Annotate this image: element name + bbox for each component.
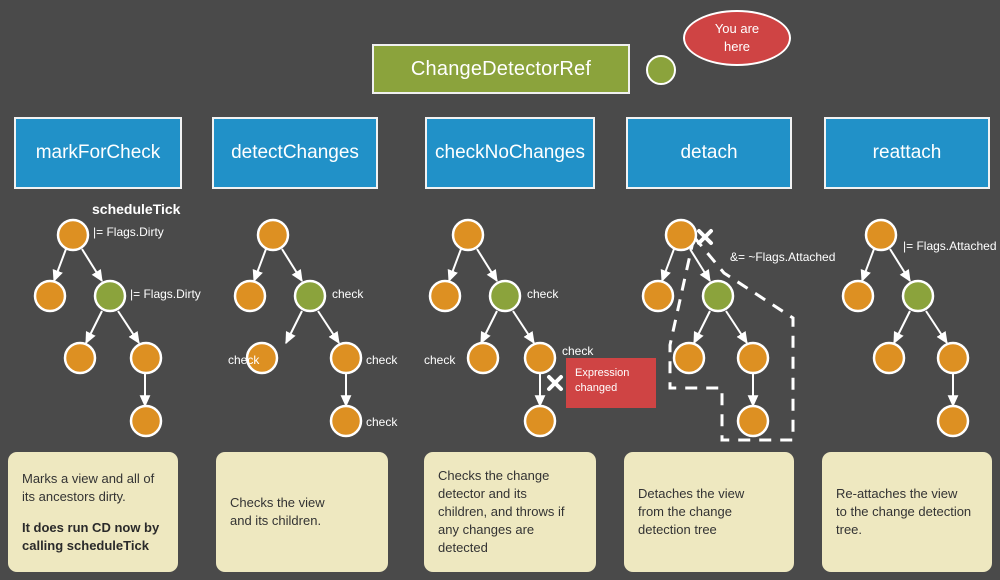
spacer — [22, 506, 164, 519]
cross-icon — [547, 375, 563, 391]
desc-line: Marks a view and all of — [22, 470, 155, 486]
tree-node — [841, 279, 875, 313]
method-label: reattach — [872, 142, 942, 163]
desc-line-bold: calling scheduleTick — [22, 537, 149, 553]
method-label: markForCheck — [35, 142, 161, 163]
tree-node-green — [701, 279, 735, 313]
node-label-green: check — [527, 287, 559, 301]
tree-title-markForCheck: scheduleTick — [92, 201, 181, 217]
desc-line: detection tree — [638, 522, 717, 537]
node-label-root: |= Flags.Dirty — [93, 225, 164, 239]
node-label-root: |= Flags.Attached — [903, 239, 997, 253]
tree-node — [329, 341, 363, 375]
tree-node — [233, 279, 267, 313]
you-are-here-callout: You are here — [683, 10, 791, 66]
page-title: ChangeDetectorRef — [410, 57, 592, 80]
tree-node-leaf — [736, 404, 770, 438]
tree-node — [936, 341, 970, 375]
desc-line: tree. — [836, 522, 863, 537]
tree-node — [63, 341, 97, 375]
tree-detectChanges: check check check check — [228, 218, 398, 438]
desc-line: Detaches the view — [638, 486, 745, 501]
method-label: detectChanges — [231, 142, 359, 163]
description-box-markForCheck: Marks a view and all of its ancestors di… — [8, 452, 178, 572]
expr-line-2: changed — [575, 382, 618, 394]
tree-node-leaf — [936, 404, 970, 438]
tree-node — [641, 279, 675, 313]
tree-node — [33, 279, 67, 313]
expr-line-1: Expression — [575, 367, 630, 379]
description-box-detectChanges: Checks the view and its children. — [216, 452, 388, 572]
tree-node-green — [901, 279, 935, 313]
description-box-reattach: Re-attaches the view to the change detec… — [822, 452, 992, 572]
tree-node-root — [864, 218, 898, 252]
expression-changed-box: Expression changed — [566, 358, 656, 408]
desc-line-bold: It does run CD now by — [22, 519, 160, 535]
tree-node-green — [488, 279, 522, 313]
tree-node — [428, 279, 462, 313]
tree-node-root — [256, 218, 290, 252]
desc-line: any changes are — [438, 522, 535, 537]
callout-line-2: here — [723, 39, 751, 54]
green-dot-icon — [646, 55, 676, 85]
cross-icon — [697, 229, 713, 245]
desc-line: Re-attaches the view — [836, 486, 958, 501]
node-label-green: |= Flags.Dirty — [130, 287, 201, 301]
desc-line: Checks the view — [230, 495, 325, 510]
desc-line: children, and throws if — [438, 504, 565, 519]
method-box-reattach[interactable]: reattach — [824, 117, 990, 189]
tree-node-leaf — [523, 404, 557, 438]
tree-node — [872, 341, 906, 375]
description-box-checkNoChanges: Checks the change detector and its child… — [424, 452, 596, 572]
tree-node-leaf — [129, 404, 163, 438]
tree-node-green — [93, 279, 127, 313]
desc-line: its ancestors dirty. — [22, 488, 126, 504]
tree-node-root — [664, 218, 698, 252]
node-label-green: check — [332, 287, 364, 301]
node-label-child-left: check — [228, 353, 260, 367]
method-label: detach — [680, 142, 738, 163]
method-label: checkNoChanges — [435, 142, 585, 163]
desc-line: detector and its — [438, 486, 527, 501]
node-label-child-left: check — [424, 353, 456, 367]
desc-line: Checks the change — [438, 468, 550, 483]
tree-node — [672, 341, 706, 375]
tree-node — [466, 341, 500, 375]
callout-line-1: You are — [714, 21, 760, 36]
tree-node — [129, 341, 163, 375]
tree-detach: &= ~Flags.Attached — [641, 218, 835, 442]
tree-reattach: |= Flags.Attached — [841, 218, 997, 438]
tree-node-root — [451, 218, 485, 252]
node-label-leaf: check — [366, 415, 398, 429]
tree-markForCheck: scheduleTick |= Flags.Dirty |= Flags.Dir… — [33, 201, 201, 438]
node-label-root: &= ~Flags.Attached — [730, 250, 835, 264]
detached-subtree-outline — [668, 233, 795, 442]
desc-line: from the change — [638, 504, 732, 519]
method-box-detectChanges[interactable]: detectChanges — [212, 117, 378, 189]
tree-node — [523, 341, 557, 375]
tree-node — [245, 341, 279, 375]
method-box-checkNoChanges[interactable]: checkNoChanges — [425, 117, 595, 189]
desc-line: and its children. — [230, 513, 322, 528]
method-box-markForCheck[interactable]: markForCheck — [14, 117, 182, 189]
tree-node-green — [293, 279, 327, 313]
desc-line: detected — [438, 540, 488, 555]
desc-line: to the change detection — [836, 504, 972, 519]
node-label-child-right: check — [366, 353, 398, 367]
node-label-child-right: check — [562, 344, 594, 358]
description-box-detach: Detaches the view from the change detect… — [624, 452, 794, 572]
tree-node — [736, 341, 770, 375]
tree-node-root — [56, 218, 90, 252]
change-detector-ref-title-box: ChangeDetectorRef — [372, 44, 630, 94]
method-box-detach[interactable]: detach — [626, 117, 792, 189]
tree-node-leaf — [329, 404, 363, 438]
